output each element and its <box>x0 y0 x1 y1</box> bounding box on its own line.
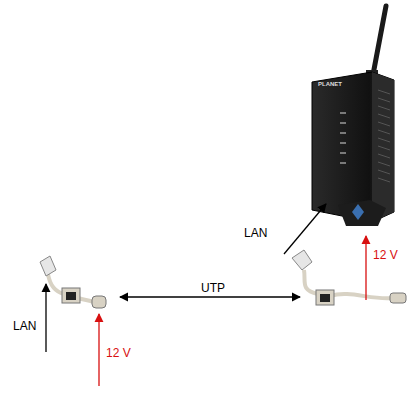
signal-label: LAN <box>13 319 36 333</box>
cable <box>330 294 392 298</box>
rj45-jack <box>316 290 334 305</box>
router-stand <box>338 200 386 226</box>
router-body <box>312 72 394 222</box>
cable-label: UTP <box>201 281 225 295</box>
power-arrow <box>365 236 366 300</box>
jack-opening <box>320 294 330 302</box>
vent-slots <box>378 90 390 182</box>
router-side <box>372 72 394 222</box>
lan-arrow <box>45 284 46 352</box>
poe-injector-left <box>40 256 106 308</box>
rj45-jack <box>62 288 80 303</box>
voltage-label: 12 V <box>373 248 398 262</box>
lan-arrow <box>284 204 326 254</box>
status-leds <box>340 112 346 164</box>
dc-plug <box>390 293 406 303</box>
rj45-plug <box>292 250 312 270</box>
voltage-label: 12 V <box>106 346 131 360</box>
brand-text: PLANET <box>318 80 342 88</box>
wireless-router <box>312 6 394 226</box>
jack-opening <box>66 292 76 300</box>
power-arrow <box>98 314 99 386</box>
antenna <box>372 6 386 80</box>
logo-mark <box>352 204 364 220</box>
utp-cable-arrow <box>120 296 300 297</box>
signal-label: LAN <box>244 226 267 240</box>
dc-socket <box>92 296 106 308</box>
rj45-plug <box>40 256 56 276</box>
